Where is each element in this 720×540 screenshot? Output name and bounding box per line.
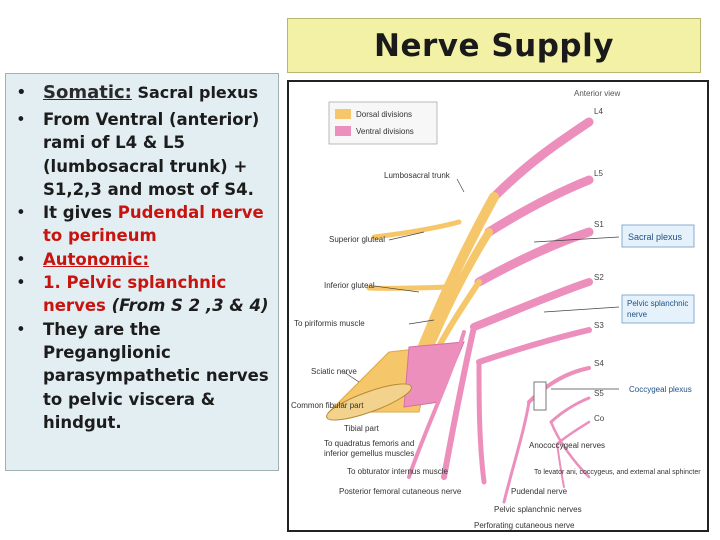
bullet-dot-icon: • [16, 319, 26, 339]
bullet-autonomic-text: Autonomic: [43, 249, 150, 269]
level-l5: L5 [594, 169, 603, 178]
title-banner: Nerve Supply [287, 18, 701, 73]
bullet-dot-icon: • [16, 82, 27, 103]
sciatic-cut-end [326, 383, 412, 421]
level-s1: S1 [594, 220, 604, 229]
label-common-fibular: Common fibular part [291, 401, 364, 410]
bullet-ventral-rami: • From Ventral (anterior) rami of L4 & L… [16, 108, 274, 201]
right-labels: Sacral plexus Pelvic splanchnic nerve Co… [474, 224, 701, 530]
level-s3: S3 [594, 321, 604, 330]
figure-legend: Dorsal divisions Ventral divisions [328, 101, 438, 145]
slide-title: Nerve Supply [374, 27, 614, 64]
label-coccygeal-plexus: Coccygeal plexus [629, 385, 692, 394]
bullet-preganglionic-text: They are the Preganglionic parasympathet… [43, 319, 269, 432]
figure-header-text: Anterior view [574, 89, 620, 98]
level-s5: S5 [594, 389, 604, 398]
legend-box [328, 101, 438, 145]
level-s2: S2 [594, 273, 604, 282]
label-superior-gluteal: Superior gluteal [329, 235, 385, 244]
level-l4: L4 [594, 107, 603, 116]
bullet-autonomic: • Autonomic: [16, 248, 274, 271]
sacral-plexus-figure: Anterior view Dorsal divisions Ventral d… [287, 80, 709, 532]
left-labels: Lumbosacral trunk Superior gluteal Infer… [291, 171, 462, 496]
label-posterior-femoral: Posterior femoral cutaneous nerve [339, 487, 462, 496]
label-sciatic: Sciatic nerve [311, 367, 357, 376]
bullet-ventral-rami-text: From Ventral (anterior) rami of L4 & L5 … [43, 110, 260, 199]
label-pelvic-splanchnic-1: Pelvic splanchnic [627, 299, 688, 308]
sacral-plexus-box [621, 224, 695, 248]
somatic-label: Somatic: [43, 82, 132, 103]
leader-lines [343, 178, 620, 390]
legend-label-ventral: Ventral divisions [356, 127, 414, 136]
sacral-plexus-diagram: Anterior view Dorsal divisions Ventral d… [291, 89, 701, 530]
bullet-pudendal: • It gives Pudendal nerve to perineum [16, 201, 274, 248]
level-co: Co [594, 414, 605, 423]
legend-swatch-ventral [335, 126, 351, 136]
legend-label-dorsal: Dorsal divisions [356, 110, 412, 119]
label-levator-ani: To levator ani, coccygeus, and external … [534, 469, 701, 476]
label-pudendal: Pudendal nerve [511, 487, 568, 496]
label-tibial: Tibial part [344, 424, 380, 433]
ganglion-marker [533, 381, 547, 411]
pelvic-splanchnic-box [621, 294, 695, 324]
label-quadratus-2: inferior gemellus muscles [324, 449, 414, 458]
label-piriformis: To piriformis muscle [294, 319, 365, 328]
bullet-dot-icon: • [16, 273, 26, 293]
bullet-somatic: • Somatic: Sacral plexus [16, 80, 274, 105]
label-pelvic-splanchnics: Pelvic splanchnic nerves [494, 505, 582, 514]
level-s4: S4 [594, 359, 604, 368]
spinal-levels: L4 L5 S1 S2 S3 S4 S5 Co [594, 107, 605, 423]
bullet-pelvic-splanchnic-italic: (From S 2 ,3 & 4) [111, 296, 269, 316]
bullet-pudendal-pre: It gives [43, 203, 118, 223]
somatic-text: Sacral plexus [131, 83, 259, 102]
bullet-preganglionic: • They are the Preganglionic parasympath… [16, 318, 274, 434]
label-obturator: To obturator internus muscle [347, 467, 448, 476]
sciatic-pink [403, 341, 465, 408]
label-sacral-plexus: Sacral plexus [628, 232, 683, 242]
legend-swatch-dorsal [335, 109, 351, 119]
bullet-pelvic-splanchnic-red: 1. Pelvic splanchnic nerves [43, 273, 227, 316]
bullet-pelvic-splanchnic: • 1. Pelvic splanchnic nerves (From S 2 … [16, 271, 274, 318]
bullet-panel: • Somatic: Sacral plexus • From Ventral … [5, 73, 279, 471]
bullet-pudendal-red: Pudendal nerve to perineum [43, 203, 264, 246]
label-quadratus-1: To quadratus femoris and [324, 439, 414, 448]
label-pelvic-splanchnic-2: nerve [627, 310, 648, 319]
label-perforating: Perforating cutaneous nerve [474, 521, 575, 530]
label-anococcygeal: Anococcygeal nerves [529, 441, 605, 450]
label-inferior-gluteal: Inferior gluteal [324, 281, 375, 290]
bullet-dot-icon: • [16, 249, 26, 269]
ventral-rami [470, 117, 594, 446]
bullet-dot-icon: • [16, 203, 26, 223]
ventral-branches [407, 324, 591, 504]
label-lumbosacral-trunk: Lumbosacral trunk [384, 171, 451, 180]
bullet-dot-icon: • [16, 110, 26, 129]
bullet-list: • Somatic: Sacral plexus • From Ventral … [6, 74, 278, 434]
